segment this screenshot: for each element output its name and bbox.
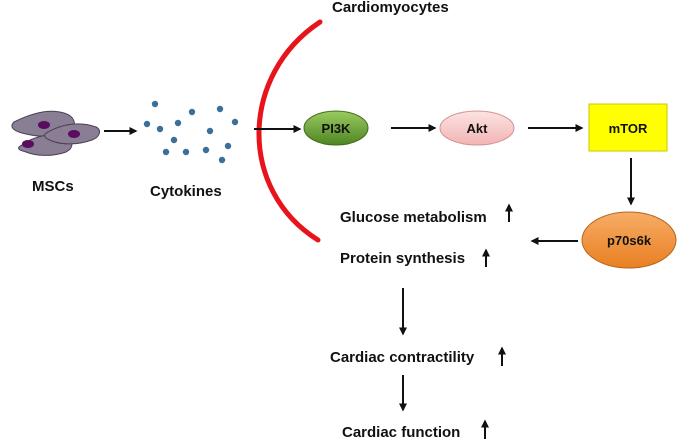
pi3k-node: PI3K <box>303 110 369 146</box>
mtor-label: mTOR <box>609 121 648 136</box>
cardiac-function-label: Cardiac function <box>342 424 460 441</box>
protein-synthesis-label: Protein synthesis <box>340 250 465 267</box>
cardiomyocyte-membrane <box>256 19 323 243</box>
mtor-node: mTOR <box>588 103 668 152</box>
glucose-metabolism-label: Glucose metabolism <box>340 209 487 226</box>
akt-label: Akt <box>467 121 489 136</box>
akt-node: Akt <box>439 110 515 146</box>
p70s6k-label: p70s6k <box>607 233 652 248</box>
mscs-label: MSCs <box>32 178 74 195</box>
p70s6k-node: p70s6k <box>581 211 677 269</box>
cardiac-contractility-label: Cardiac contractility <box>330 349 475 366</box>
cardiomyocytes-label: Cardiomyocytes <box>332 0 449 16</box>
cytokines-label: Cytokines <box>150 183 222 200</box>
pi3k-label: PI3K <box>322 121 352 136</box>
msc-cells-icon <box>11 110 100 156</box>
cytokines-icon <box>143 100 239 164</box>
